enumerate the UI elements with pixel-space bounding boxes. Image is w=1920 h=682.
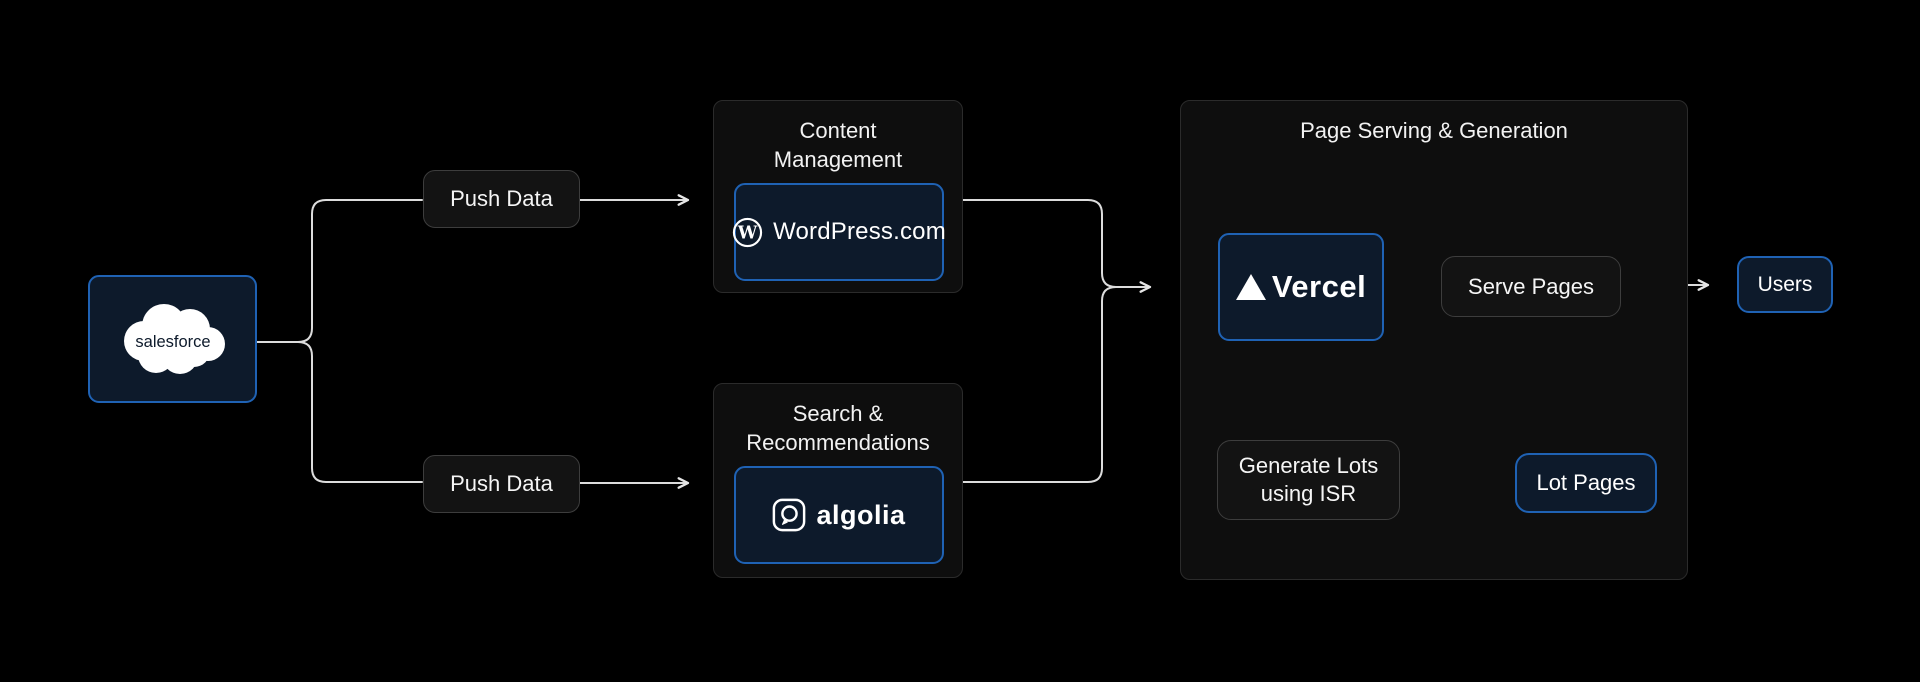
edge-salesforce-to-push-data-top: [256, 199, 423, 343]
content-management-group[interactable]: Content Management W WordPress.com: [713, 100, 963, 293]
lot-pages-node[interactable]: Lot Pages: [1515, 453, 1657, 513]
users-label: Users: [1757, 272, 1813, 296]
vercel-label: Vercel: [1271, 269, 1367, 304]
wordpress-label: WordPress.com: [773, 218, 946, 245]
push-data-top-label: Push Data: [450, 186, 553, 211]
users-node[interactable]: Users: [1737, 256, 1833, 313]
algolia-label: algolia: [816, 499, 906, 530]
vercel-triangle-icon: [1235, 274, 1266, 300]
wordpress-icon: W: [732, 217, 763, 248]
edge-search-recommendations-merge: [962, 286, 1117, 483]
page-serving-title: Page Serving & Generation: [1300, 118, 1568, 143]
generate-lots-node[interactable]: Generate Lots using ISR: [1217, 440, 1400, 520]
algolia-icon: [772, 498, 806, 532]
search-recommendations-group[interactable]: Search & Recommendations algolia: [713, 383, 963, 578]
svg-text:salesforce: salesforce: [135, 333, 210, 351]
search-recommendations-title: Search & Recommendations: [746, 401, 930, 455]
vercel-node[interactable]: Vercel: [1218, 233, 1384, 341]
serve-pages-node[interactable]: Serve Pages: [1441, 256, 1621, 317]
content-management-title: Content Management: [773, 118, 903, 172]
salesforce-node[interactable]: salesforce: [88, 275, 257, 403]
edge-content-management-merge: [962, 199, 1117, 288]
generate-lots-label: Generate Lots using ISR: [1238, 453, 1379, 506]
push-data-bottom-node[interactable]: Push Data: [423, 455, 580, 513]
serve-pages-label: Serve Pages: [1468, 273, 1594, 299]
wordpress-node[interactable]: W WordPress.com: [732, 183, 946, 281]
page-serving-group[interactable]: Page Serving & Generation Vercel Serve P…: [1180, 100, 1688, 580]
push-data-top-node[interactable]: Push Data: [423, 170, 580, 228]
svg-text:W: W: [737, 223, 758, 243]
push-data-bottom-label: Push Data: [450, 471, 553, 496]
edge-salesforce-to-push-data-bottom: [256, 341, 423, 483]
salesforce-cloud-icon: salesforce: [118, 299, 228, 379]
lot-pages-label: Lot Pages: [1536, 470, 1636, 495]
algolia-node[interactable]: algolia: [734, 466, 944, 564]
